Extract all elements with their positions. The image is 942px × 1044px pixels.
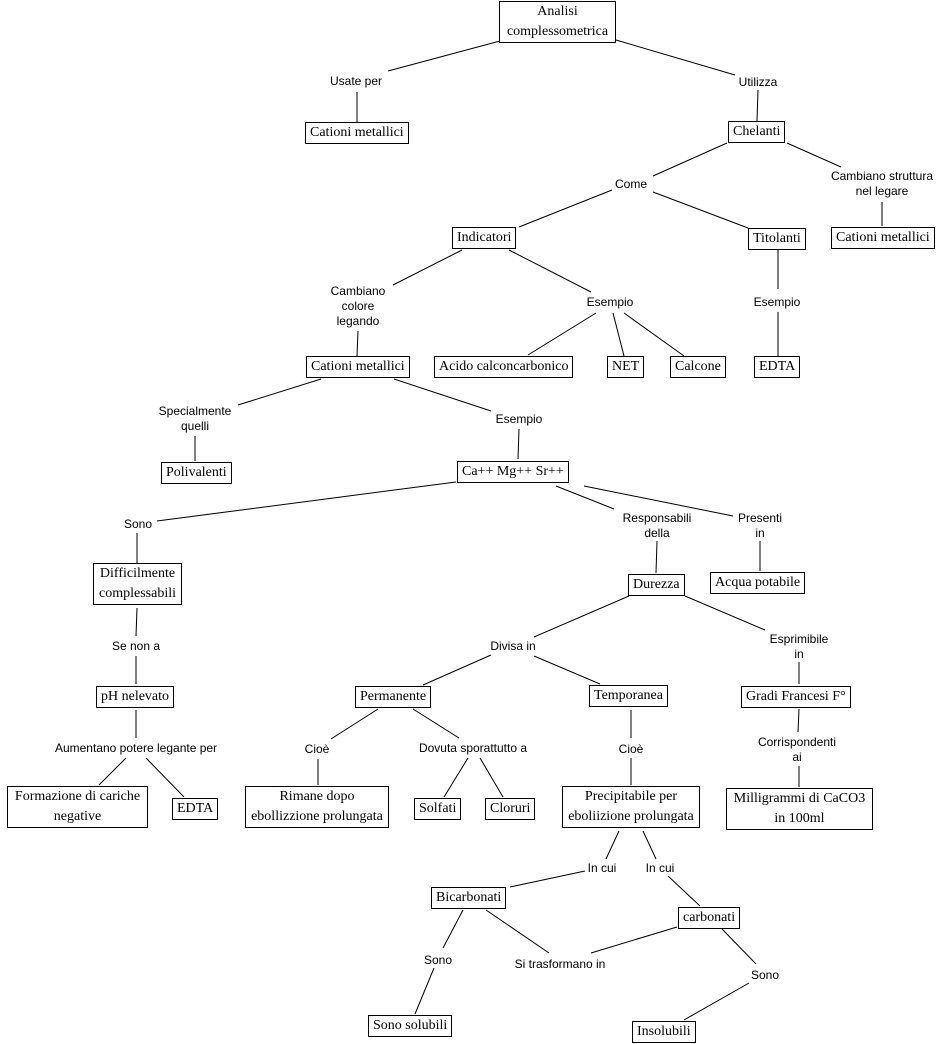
connector (442, 909, 464, 949)
connector (508, 249, 592, 293)
connector (479, 757, 504, 798)
concept-indicatori[interactable]: Indicatori (452, 227, 517, 249)
link-responsabili-della: Responsabili della (618, 511, 696, 541)
concept-cloruri[interactable]: Cloruri (485, 798, 536, 820)
concept-permanente[interactable]: Permanente (355, 686, 432, 708)
concept-analisi-complessometrica[interactable]: Analisi complessometrica (499, 1, 616, 43)
connector (797, 708, 800, 733)
connector (392, 249, 463, 286)
concept-calcone[interactable]: Calcone (670, 356, 726, 378)
connector (623, 312, 685, 357)
connector (652, 142, 728, 177)
connector (786, 142, 842, 168)
connector (422, 654, 492, 686)
connector (237, 378, 322, 406)
concept-temporanea[interactable]: Temporanea (589, 685, 668, 707)
connector (393, 378, 492, 412)
concept-ph-nelevato[interactable]: pH nelevato (96, 686, 175, 708)
link-esprimibile-in: Esprimibile in (764, 632, 834, 662)
link-aumentano-potere-legante: Aumentano potere legante per (54, 741, 218, 756)
link-cambiano-struttura: Cambiano struttura nel legare (826, 169, 938, 199)
concept-carbonati[interactable]: carbonati (678, 907, 741, 929)
concept-chelanti[interactable]: Chelanti (728, 121, 786, 143)
link-specialmente-quelli: Specialmente quelli (154, 404, 236, 434)
concept-acido-calconcarbonico[interactable]: Acido calconcarbonico (434, 356, 574, 378)
link-cambiano-colore: Cambiano colore legando (328, 284, 388, 329)
link-cioe: Cioè (304, 742, 330, 757)
connector (156, 481, 457, 522)
connector (356, 330, 359, 357)
connector (652, 191, 749, 229)
link-dovuta-sporattutto-a: Dovuta sporattutto a (418, 741, 528, 756)
link-esempio: Esempio (753, 295, 801, 310)
connector (683, 982, 750, 1021)
link-sono: Sono (123, 517, 153, 532)
concept-gradi-francesi[interactable]: Gradi Francesi F° (741, 686, 851, 708)
connector (555, 485, 615, 510)
connector (667, 875, 701, 907)
concept-milligrammi-caco3[interactable]: Milligrammi di CaCO3 in 100ml (726, 788, 873, 830)
concept-sono-solubili[interactable]: Sono solubili (368, 1015, 453, 1037)
concept-net[interactable]: NET (607, 356, 645, 378)
concept-cationi-metallici[interactable]: Cationi metallici (831, 227, 935, 249)
concept-solfati[interactable]: Solfati (414, 798, 462, 820)
concept-cationi-metallici[interactable]: Cationi metallici (305, 122, 409, 144)
link-come: Come (614, 177, 648, 192)
link-sono: Sono (423, 953, 453, 968)
connector (583, 485, 734, 517)
connector (414, 967, 435, 1015)
connector (756, 89, 759, 122)
concept-formazione-cariche[interactable]: Formazione di cariche negative (7, 786, 148, 828)
link-cioe: Cioè (618, 742, 644, 757)
link-usate-per: Usate per (329, 74, 383, 89)
link-presenti-in: Presenti in (735, 511, 785, 541)
concept-ca-mg-sr[interactable]: Ca++ Mg++ Sr++ (457, 461, 569, 483)
link-corrispondenti-ai: Corrispondenti ai (752, 735, 842, 765)
link-esempio: Esempio (586, 295, 634, 310)
concept-titolanti[interactable]: Titolanti (748, 228, 806, 250)
connector (98, 757, 127, 786)
link-sono: Sono (750, 968, 780, 983)
connector (145, 757, 185, 798)
connector (642, 830, 657, 860)
concept-bicarbonati[interactable]: Bicarbonati (431, 887, 507, 909)
connector (518, 189, 613, 228)
connector (605, 830, 620, 860)
concept-edta[interactable]: EDTA (754, 356, 801, 378)
connector (615, 39, 736, 76)
concept-precipitabile[interactable]: Precipitabile per eboliizione prolungata (562, 786, 700, 828)
link-si-trasformano-in: Si trasformano in (514, 957, 606, 972)
connector (443, 757, 469, 798)
connector (590, 926, 678, 954)
connector (509, 870, 586, 888)
connector (721, 928, 757, 965)
connector (387, 40, 501, 72)
concept-difficilmente-complessabili[interactable]: Difficilmente complessabili (93, 563, 182, 605)
link-se-non-a: Se non a (111, 639, 161, 654)
concept-rimane-dopo-ebollizione[interactable]: Rimane dopo ebollizzione prolungata (245, 786, 389, 828)
connector (485, 909, 550, 954)
concept-insolubili[interactable]: Insolubili (632, 1021, 696, 1043)
connector (135, 607, 138, 637)
connector (684, 595, 766, 631)
connector (412, 708, 460, 739)
link-esempio: Esempio (495, 412, 543, 427)
connector (517, 428, 520, 460)
connector (533, 595, 630, 638)
connector (330, 708, 379, 740)
connector (527, 312, 597, 356)
link-divisa-in: Divisa in (490, 639, 536, 654)
link-in-cui: In cui (645, 861, 675, 876)
concept-polivalenti[interactable]: Polivalenti (161, 462, 232, 484)
concept-durezza[interactable]: Durezza (628, 574, 685, 596)
link-utilizza: Utilizza (738, 75, 778, 90)
concept-cationi-metallici[interactable]: Cationi metallici (306, 356, 410, 378)
connector (533, 655, 601, 685)
concept-edta[interactable]: EDTA (172, 798, 219, 820)
link-in-cui: In cui (587, 861, 617, 876)
connector (655, 540, 658, 574)
connector (612, 312, 625, 357)
concept-acqua-potabile[interactable]: Acqua potabile (710, 572, 806, 594)
